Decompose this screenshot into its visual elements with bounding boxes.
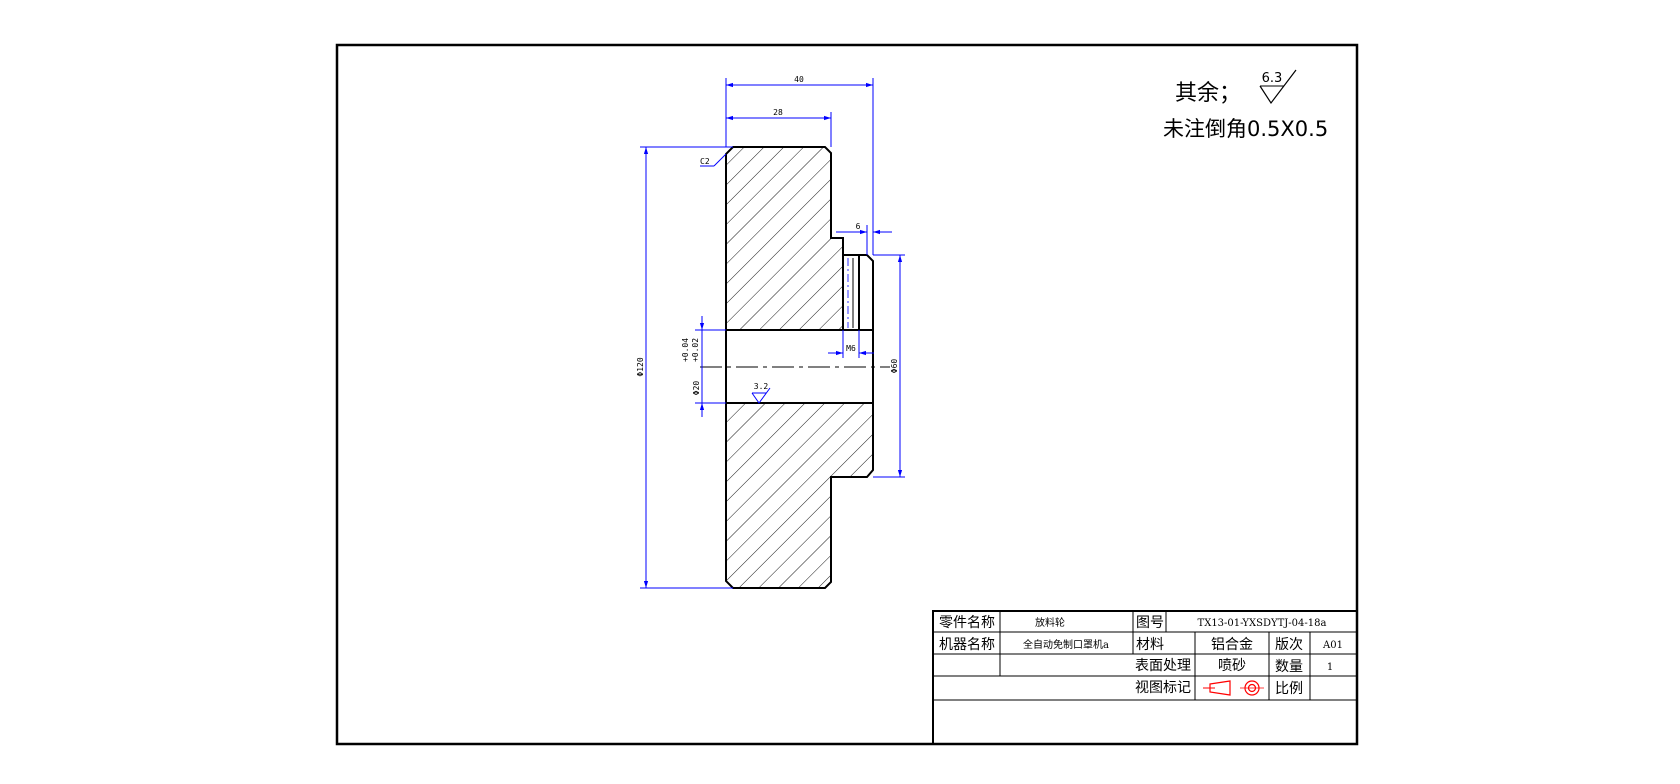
- dim-bore-tol-lower: +0.02: [691, 338, 700, 362]
- part-section-view: [700, 146, 890, 589]
- value-version: A01: [1322, 640, 1343, 651]
- rest-roughness-prefix: 其余；: [1175, 81, 1241, 106]
- dim-hub-width: 28: [773, 108, 783, 117]
- value-drawing-no: TX13-01-YXSDYTJ-04-18a: [1198, 618, 1327, 629]
- bore-roughness: 3.2: [754, 382, 769, 391]
- label-part-name: 零件名称: [939, 615, 995, 631]
- dim-boss-diameter: Φ60: [890, 359, 899, 374]
- dim-overall-width: 40: [794, 75, 804, 84]
- label-material: 材料: [1136, 637, 1164, 653]
- dim-bore-tol-upper: +0.04: [681, 338, 690, 362]
- dim-outer-diameter: Φ120: [636, 357, 645, 376]
- label-scale: 比例: [1275, 681, 1303, 697]
- rest-roughness-value: 6.3: [1262, 71, 1283, 86]
- label-drawing-no: 图号: [1136, 615, 1164, 631]
- projection-symbol-icon: [1203, 680, 1264, 696]
- value-material: 铝合金: [1211, 637, 1253, 653]
- title-block: 零件名称 放料轮 图号 TX13-01-YXSDYTJ-04-18a 机器名称 …: [932, 610, 1358, 745]
- value-surface: 喷砂: [1218, 658, 1246, 674]
- value-quantity: 1: [1327, 662, 1333, 673]
- dim-thread: M6: [846, 344, 856, 353]
- dim-chamfer: C2: [700, 157, 710, 166]
- label-surface: 表面处理: [1135, 658, 1191, 674]
- label-machine-name: 机器名称: [939, 637, 995, 653]
- roughness-symbol-icon: [1259, 69, 1297, 105]
- label-view: 视图标记: [1135, 680, 1191, 696]
- dim-step-width: 6: [856, 222, 861, 231]
- lower-section-hatch: [725, 402, 874, 589]
- value-machine-name: 全自动免制口罩机a: [1023, 638, 1109, 651]
- chamfer-note: 未注倒角0.5X0.5: [1163, 117, 1328, 141]
- label-version: 版次: [1275, 637, 1303, 653]
- drawing-border: [335, 43, 1359, 746]
- notes: 其余； 6.3 未注倒角0.5X0.5: [1163, 69, 1328, 141]
- upper-section-hatch: [725, 146, 844, 331]
- value-part-name: 放料轮: [1035, 616, 1065, 629]
- threaded-hole: [842, 254, 860, 331]
- label-quantity: 数量: [1275, 659, 1303, 675]
- dimensions: 40 28 6 C2 Φ120 Φ20 +0.04 +0.02 Φ60: [636, 75, 905, 589]
- dim-bore-diameter: Φ20: [692, 381, 701, 396]
